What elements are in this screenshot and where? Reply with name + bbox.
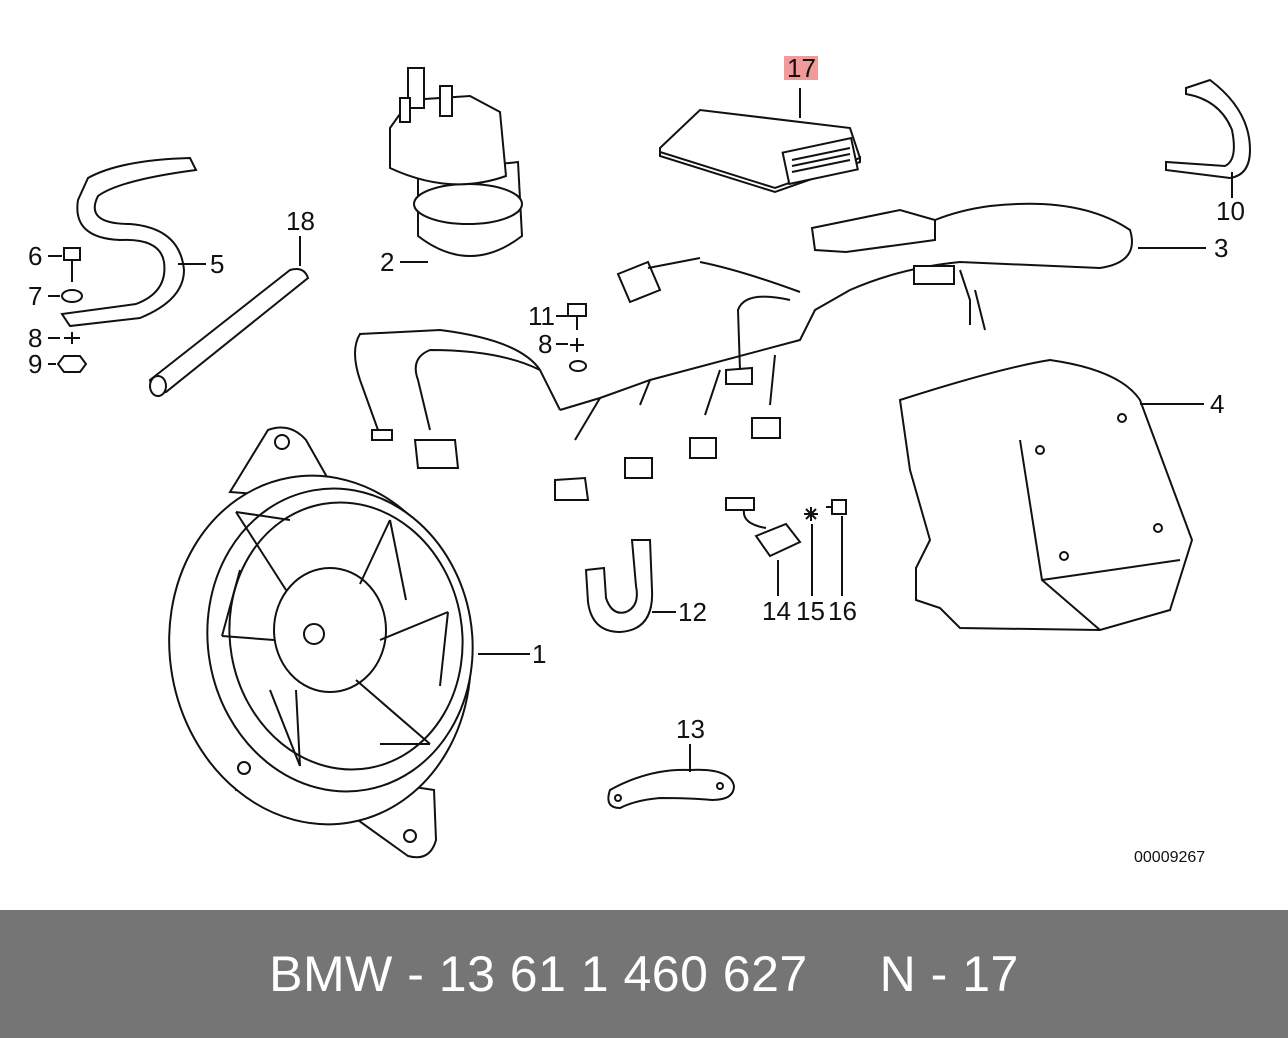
part-11-screw (556, 303, 587, 330)
callout-16: 16 (828, 596, 857, 626)
part-17-control-unit (659, 88, 862, 194)
part-16-bolt (826, 499, 847, 596)
callout-18: 18 (286, 206, 315, 236)
footer-bar: BMW - 13 61 1 460 627 N - 17 (0, 910, 1288, 1038)
callout-9: 9 (28, 349, 42, 379)
callout-4: 4 (1210, 389, 1224, 419)
callout-3: 3 (1214, 233, 1228, 263)
callout-17: 17 (787, 53, 816, 83)
part-15-washer (804, 507, 818, 596)
part-12-clamp (584, 539, 676, 634)
part-14-sensor (725, 497, 802, 596)
callout-8-center: 8 (538, 329, 552, 359)
part-4-cover (898, 358, 1204, 632)
part-5-strap (60, 156, 206, 328)
part-9-nut (48, 355, 88, 373)
callout-13: 13 (676, 714, 705, 744)
diagram-reference-number: 00009267 (1134, 849, 1205, 866)
part-1-fan (168, 426, 530, 859)
callout-17-highlight (784, 56, 818, 80)
part-8-lockwasher-left (48, 332, 80, 344)
callout-1: 1 (532, 639, 546, 669)
part-6-bolt (48, 247, 81, 282)
parts-diagram: 17 2 10 3 (28, 53, 1252, 866)
callout-14: 14 (762, 596, 791, 626)
part-number-caption: BMW - 13 61 1 460 627 N - 17 (269, 946, 1019, 1002)
callout-7: 7 (28, 281, 42, 311)
callout-8-left: 8 (28, 323, 42, 353)
callout-2: 2 (380, 247, 394, 277)
part-8-washer-center (556, 338, 587, 372)
part-3-wiring-harness (354, 202, 1206, 501)
callout-15: 15 (796, 596, 825, 626)
callout-5: 5 (210, 249, 224, 279)
part-2-fuel-pump (389, 67, 524, 263)
callout-10: 10 (1216, 196, 1245, 226)
part-7-washer (48, 289, 83, 303)
callout-12: 12 (678, 597, 707, 627)
part-10-bracket (1165, 78, 1252, 198)
part-18-hose (148, 236, 310, 397)
part-13-bracket (607, 744, 736, 810)
callout-11: 11 (528, 301, 555, 331)
callout-6: 6 (28, 241, 42, 271)
